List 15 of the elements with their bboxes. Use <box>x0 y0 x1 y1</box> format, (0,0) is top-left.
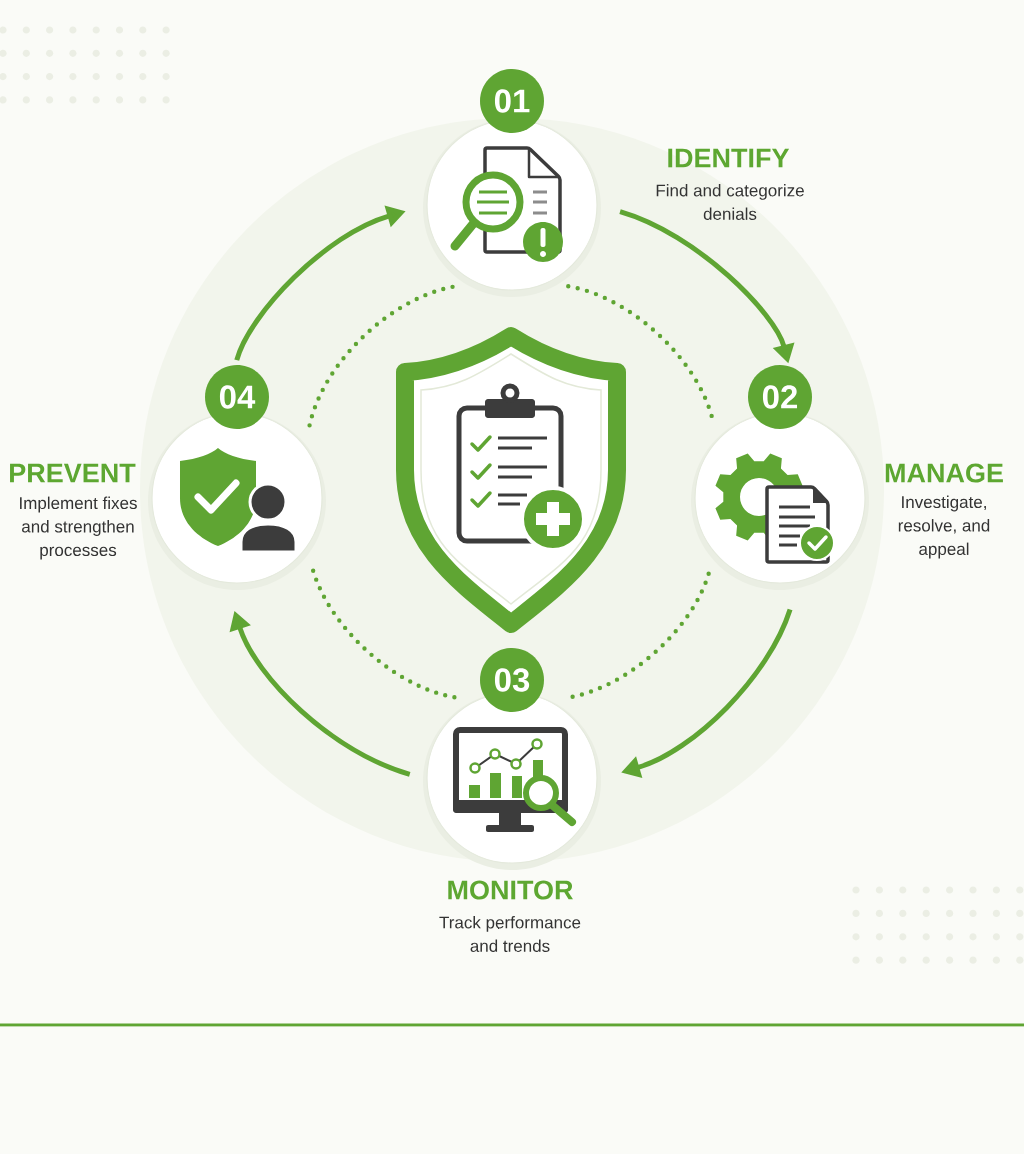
step-number-badge: 04 <box>205 365 269 429</box>
step-heading: PREVENT <box>10 463 136 483</box>
step-heading: MANAGE <box>885 463 1003 483</box>
dotted-connector <box>566 284 715 421</box>
step-number-badge: 01 <box>480 69 544 133</box>
step-heading: IDENTIFY <box>668 148 790 168</box>
step-description: Find and categorize denials <box>656 184 804 220</box>
step-number-badge: 02 <box>748 365 812 429</box>
step-description: Implement fixes and strengthen processes <box>20 496 137 560</box>
dotted-connector <box>307 284 458 428</box>
step-heading: MONITOR <box>448 880 573 900</box>
step-number-badge: 03 <box>480 648 544 712</box>
step-description: Investigate, resolve, and appeal <box>898 495 990 559</box>
dotted-connector <box>567 571 711 700</box>
step-description: Track performance and trends <box>439 916 581 952</box>
